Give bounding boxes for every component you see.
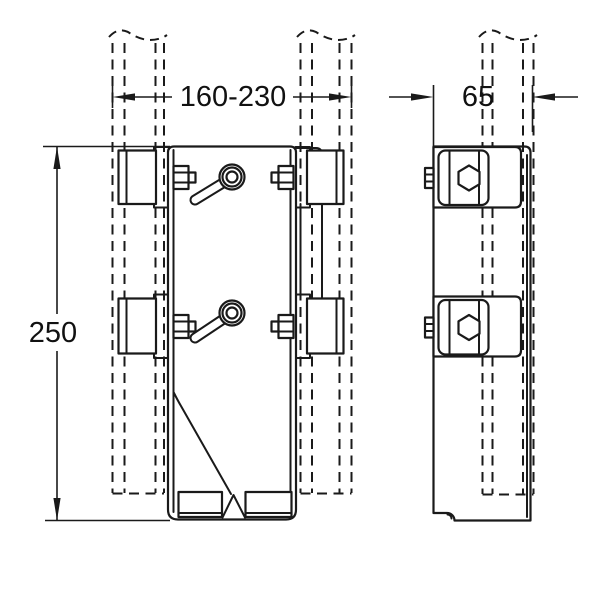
dimension-width: 160-230 — [111, 81, 353, 113]
cam-lever-bottom — [189, 299, 246, 344]
hex-bolt-bottom-left — [172, 313, 197, 340]
hex-bolt-top-right — [270, 164, 295, 191]
console-plate — [166, 145, 298, 521]
side-profile — [432, 145, 532, 522]
knob-inner — [225, 306, 239, 320]
hex-bolt-head — [457, 164, 481, 192]
hex-bolt-bottom-right — [270, 313, 295, 340]
cam-lever-top — [189, 163, 246, 206]
pipe-right-dashed — [296, 29, 356, 495]
clamp-block-top-right — [305, 149, 345, 206]
bolt-stud — [423, 166, 435, 190]
dimension-depth-label: 65 — [462, 81, 494, 113]
bottom-v-notch — [221, 494, 246, 519]
knob-inner — [225, 170, 239, 184]
front-view — [117, 145, 345, 521]
side-clamp-block-top — [423, 145, 523, 209]
side-clamp-block-bottom — [423, 295, 523, 358]
pipe-side-dashed — [478, 29, 538, 496]
clamp-block-bottom-left — [117, 297, 158, 355]
plate-diagonal-edge — [172, 391, 232, 495]
pipe-break-line — [478, 29, 538, 42]
dimension-depth: 65 — [389, 81, 578, 146]
dimension-height: 250 — [29, 145, 170, 522]
pipe-break-line — [296, 29, 356, 42]
bottom-fold-detail — [446, 513, 453, 520]
hex-bolt-head — [457, 313, 481, 342]
clamp-block-bottom-right — [305, 297, 345, 355]
dimension-width-label: 160-230 — [180, 81, 286, 113]
hex-bolt-top-left — [172, 164, 197, 191]
clamp-block-top-left — [117, 149, 158, 206]
dimension-height-label: 250 — [29, 317, 77, 349]
bolt-stud — [423, 316, 435, 339]
pipe-break-line — [108, 29, 168, 42]
side-view — [423, 145, 532, 522]
pipe-left-dashed — [108, 29, 168, 495]
